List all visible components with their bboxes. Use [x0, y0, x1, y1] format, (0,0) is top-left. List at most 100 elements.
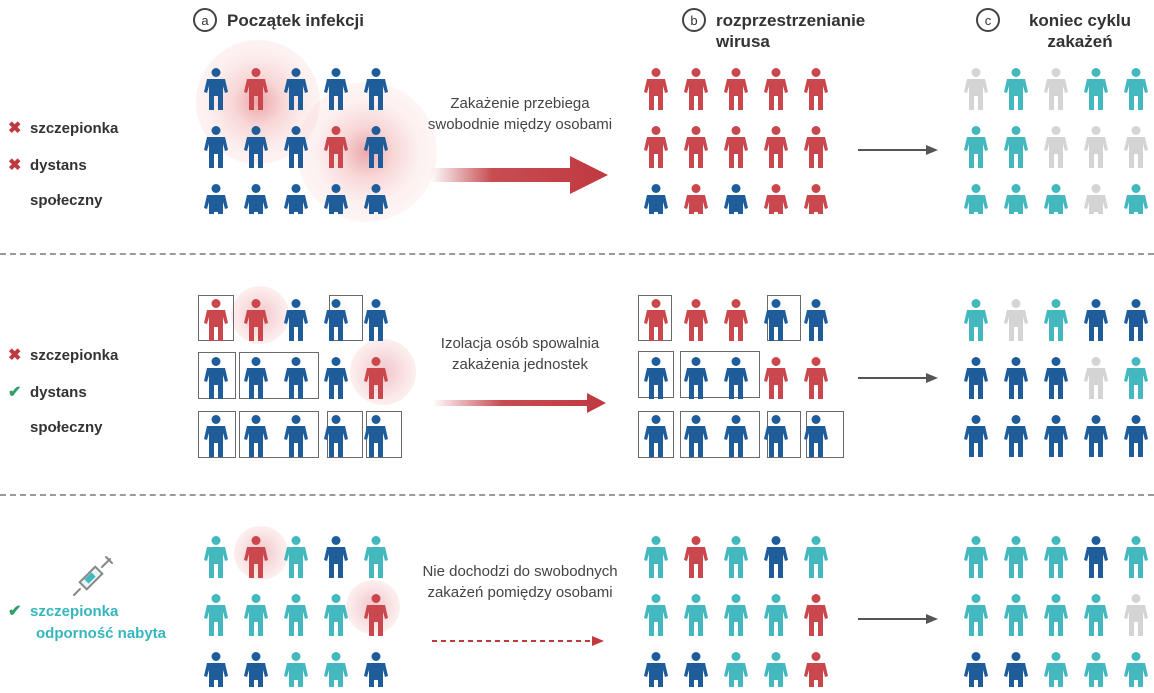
infected-person-icon	[644, 126, 668, 168]
condition-item: społeczny	[8, 192, 118, 209]
infected-person-icon	[804, 126, 828, 168]
immune-person-icon	[284, 594, 308, 636]
infected-person-icon	[764, 126, 788, 168]
cross-icon: ✖	[8, 347, 22, 364]
infected-person-icon	[764, 357, 788, 399]
healthy-person-icon	[804, 299, 828, 341]
healthy-person-icon	[1084, 536, 1108, 578]
healthy-person-icon	[764, 536, 788, 578]
healthy-person-icon	[1124, 299, 1148, 341]
healthy-person-icon	[324, 536, 348, 578]
immune-person-icon	[284, 652, 308, 687]
header-a: a Początek infekcji	[193, 8, 365, 32]
healthy-person-icon	[724, 184, 748, 214]
healthy-person-icon	[324, 357, 348, 399]
spread-arrow-bold	[430, 156, 608, 194]
header-c-title: koniec cyklu zakażeń	[1028, 11, 1132, 51]
healthy-person-icon	[284, 68, 308, 110]
infected-person-icon	[644, 299, 668, 341]
infected-person-icon	[804, 357, 828, 399]
row3-description: Nie dochodzi do swobodnych zakażeń pomię…	[422, 563, 618, 601]
healthy-person-icon	[364, 68, 388, 110]
immune-person-icon	[1004, 536, 1028, 578]
healthy-person-icon	[324, 415, 348, 457]
condition-text: szczepionka	[30, 603, 119, 620]
healthy-person-icon	[284, 184, 308, 214]
healthy-person-icon	[1044, 357, 1068, 399]
healthy-person-icon	[764, 415, 788, 457]
quarantine-box	[198, 352, 236, 399]
infected-person-icon	[684, 68, 708, 110]
healthy-person-icon	[204, 652, 228, 687]
spread-arrow-dashed	[432, 636, 604, 646]
infected-person-icon	[204, 299, 228, 341]
check-icon: ✔	[8, 384, 22, 401]
healthy-person-icon	[724, 415, 748, 457]
immune-person-icon	[964, 299, 988, 341]
healthy-person-icon	[284, 126, 308, 168]
healthy-person-icon	[964, 357, 988, 399]
infected-person-icon	[644, 68, 668, 110]
healthy-person-icon	[364, 184, 388, 214]
condition-item: ✔szczepionka	[8, 601, 166, 625]
recovered-person-icon	[1084, 126, 1108, 168]
immune-person-icon	[324, 594, 348, 636]
healthy-person-icon	[204, 68, 228, 110]
immune-person-icon	[1084, 68, 1108, 110]
people-grid-row3-a	[204, 536, 388, 687]
infected-person-icon	[684, 536, 708, 578]
immune-person-icon	[764, 652, 788, 687]
people-grid-row3-c	[964, 536, 1148, 687]
healthy-person-icon	[244, 415, 268, 457]
healthy-person-icon	[244, 126, 268, 168]
recovered-person-icon	[1044, 68, 1068, 110]
row-separator	[0, 253, 1154, 255]
infected-person-icon	[764, 184, 788, 214]
healthy-person-icon	[1044, 415, 1068, 457]
infected-person-icon	[804, 594, 828, 636]
immune-person-icon	[644, 594, 668, 636]
infected-person-icon	[244, 299, 268, 341]
condition-text: społeczny	[30, 419, 103, 436]
infected-person-icon	[724, 68, 748, 110]
healthy-person-icon	[204, 357, 228, 399]
healthy-person-icon	[1084, 415, 1108, 457]
infected-person-icon	[324, 126, 348, 168]
infected-person-icon	[804, 184, 828, 214]
quarantine-box	[198, 411, 236, 458]
healthy-person-icon	[1084, 299, 1108, 341]
healthy-person-icon	[244, 357, 268, 399]
immune-person-icon	[1004, 126, 1028, 168]
header-a-title: Początek infekcji	[227, 11, 365, 30]
gray-arrow	[858, 145, 938, 155]
immune-person-icon	[1004, 68, 1028, 110]
infected-person-icon	[804, 652, 828, 687]
row3-conditions: ✔szczepionka odporność nabyta	[8, 601, 166, 642]
recovered-person-icon	[1084, 184, 1108, 214]
quarantine-box	[638, 411, 674, 458]
healthy-person-icon	[1004, 357, 1028, 399]
immune-person-icon	[1124, 652, 1148, 687]
people-grid-row3-b	[644, 536, 828, 687]
immune-person-icon	[1044, 536, 1068, 578]
infected-person-icon	[684, 299, 708, 341]
healthy-person-icon	[284, 415, 308, 457]
healthy-person-icon	[324, 184, 348, 214]
immune-person-icon	[1124, 536, 1148, 578]
healthy-person-icon	[644, 357, 668, 399]
recovered-person-icon	[1084, 357, 1108, 399]
people-grid-row1-a	[204, 68, 388, 214]
quarantine-box	[680, 351, 760, 398]
immune-person-icon	[1044, 299, 1068, 341]
healthy-person-icon	[1004, 415, 1028, 457]
gray-arrow	[858, 614, 938, 624]
people-grid-row2-a	[204, 299, 388, 457]
healthy-person-icon	[284, 357, 308, 399]
condition-item: ✔dystans	[8, 382, 118, 419]
immune-person-icon	[1004, 594, 1028, 636]
infected-person-icon	[724, 299, 748, 341]
infected-person-icon	[684, 126, 708, 168]
immune-person-icon	[1004, 184, 1028, 214]
healthy-person-icon	[204, 415, 228, 457]
quarantine-box	[198, 295, 234, 341]
